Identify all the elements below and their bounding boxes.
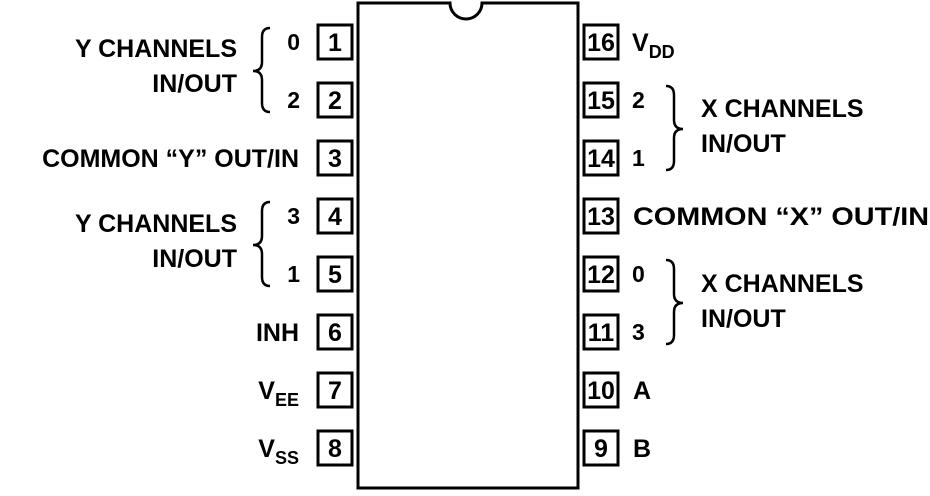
group-label-line2: IN/OUT <box>152 70 237 98</box>
right-channel-number: 2 <box>632 87 645 113</box>
left-pin-4: 4 <box>316 197 354 235</box>
pin-16-label: VDD <box>632 29 675 62</box>
pin-number: 4 <box>328 203 342 231</box>
pin-number: 9 <box>594 435 608 463</box>
pin-7-label: VEE <box>258 377 299 410</box>
left-pin-6: 6 <box>316 313 354 351</box>
right-channel-number: 0 <box>632 261 645 287</box>
left-channel-number: 2 <box>287 87 300 113</box>
left-pin-7: 7 <box>316 371 354 409</box>
right-channel-number: 3 <box>632 319 645 345</box>
pin-number: 5 <box>328 261 342 289</box>
group-label-line1: X CHANNELS <box>701 95 864 123</box>
pin-number: 10 <box>587 377 615 405</box>
left-pin-2: 2 <box>316 81 354 119</box>
left-pin-8: 8 <box>316 429 354 467</box>
left-pin-1: 1 <box>316 23 354 61</box>
y-channels-group-bottom: Y CHANNELS IN/OUT <box>75 210 237 273</box>
right-channel-number: 1 <box>632 145 645 171</box>
pin-number: 15 <box>587 87 615 115</box>
right-pin-15: 15 <box>582 81 620 119</box>
right-pin-12: 12 <box>582 255 620 293</box>
left-channel-number: 0 <box>287 29 300 55</box>
pin-number: 11 <box>588 319 615 347</box>
left-pin-3: 3 <box>316 139 354 177</box>
group-label-line2: IN/OUT <box>701 305 786 333</box>
right-pin-10: 10 <box>582 371 620 409</box>
left-pin-5: 5 <box>316 255 354 293</box>
group-label-line2: IN/OUT <box>701 130 786 158</box>
pin-number: 7 <box>328 377 342 405</box>
right-pin-11: 11 <box>582 313 620 351</box>
y-channels-group-top: Y CHANNELS IN/OUT <box>75 35 237 98</box>
group-label-line1: X CHANNELS <box>701 270 864 298</box>
x-channels-group-bottom: X CHANNELS IN/OUT <box>701 270 864 333</box>
pin-number: 14 <box>587 145 615 173</box>
right-brace-bottom <box>665 258 684 346</box>
pin-number: 8 <box>328 435 342 463</box>
pin-3-label: COMMON “Y” OUT/IN <box>42 145 299 173</box>
pin-9-label: B <box>633 435 651 463</box>
right-pin-13: 13 <box>582 197 620 235</box>
pin-number: 13 <box>587 203 615 231</box>
pin-8-label: VSS <box>258 435 299 468</box>
left-brace-top <box>252 26 271 114</box>
right-pin-14: 14 <box>582 139 620 177</box>
group-label-line1: Y CHANNELS <box>75 35 237 63</box>
right-pin-9: 9 <box>582 429 620 467</box>
left-brace-bottom <box>252 200 271 288</box>
right-brace-top <box>665 84 684 172</box>
left-channel-number: 3 <box>287 203 300 229</box>
pin-number: 16 <box>587 29 615 57</box>
ic-package-body <box>356 1 580 490</box>
pin-number: 6 <box>328 319 342 347</box>
left-channel-number: 1 <box>287 261 300 287</box>
pin-13-label: COMMON “X” OUT/IN <box>633 203 929 231</box>
pin-number: 3 <box>328 145 342 173</box>
pin-10-label: A <box>633 377 651 405</box>
pin-number: 1 <box>328 29 342 57</box>
group-label-line2: IN/OUT <box>152 245 237 273</box>
pin-number: 12 <box>587 261 615 289</box>
group-label-line1: Y CHANNELS <box>75 210 237 238</box>
pin-number: 2 <box>328 87 342 115</box>
pin-6-label: INH <box>256 319 299 347</box>
x-channels-group-top: X CHANNELS IN/OUT <box>701 95 864 158</box>
right-pin-16: 16 <box>582 23 620 61</box>
